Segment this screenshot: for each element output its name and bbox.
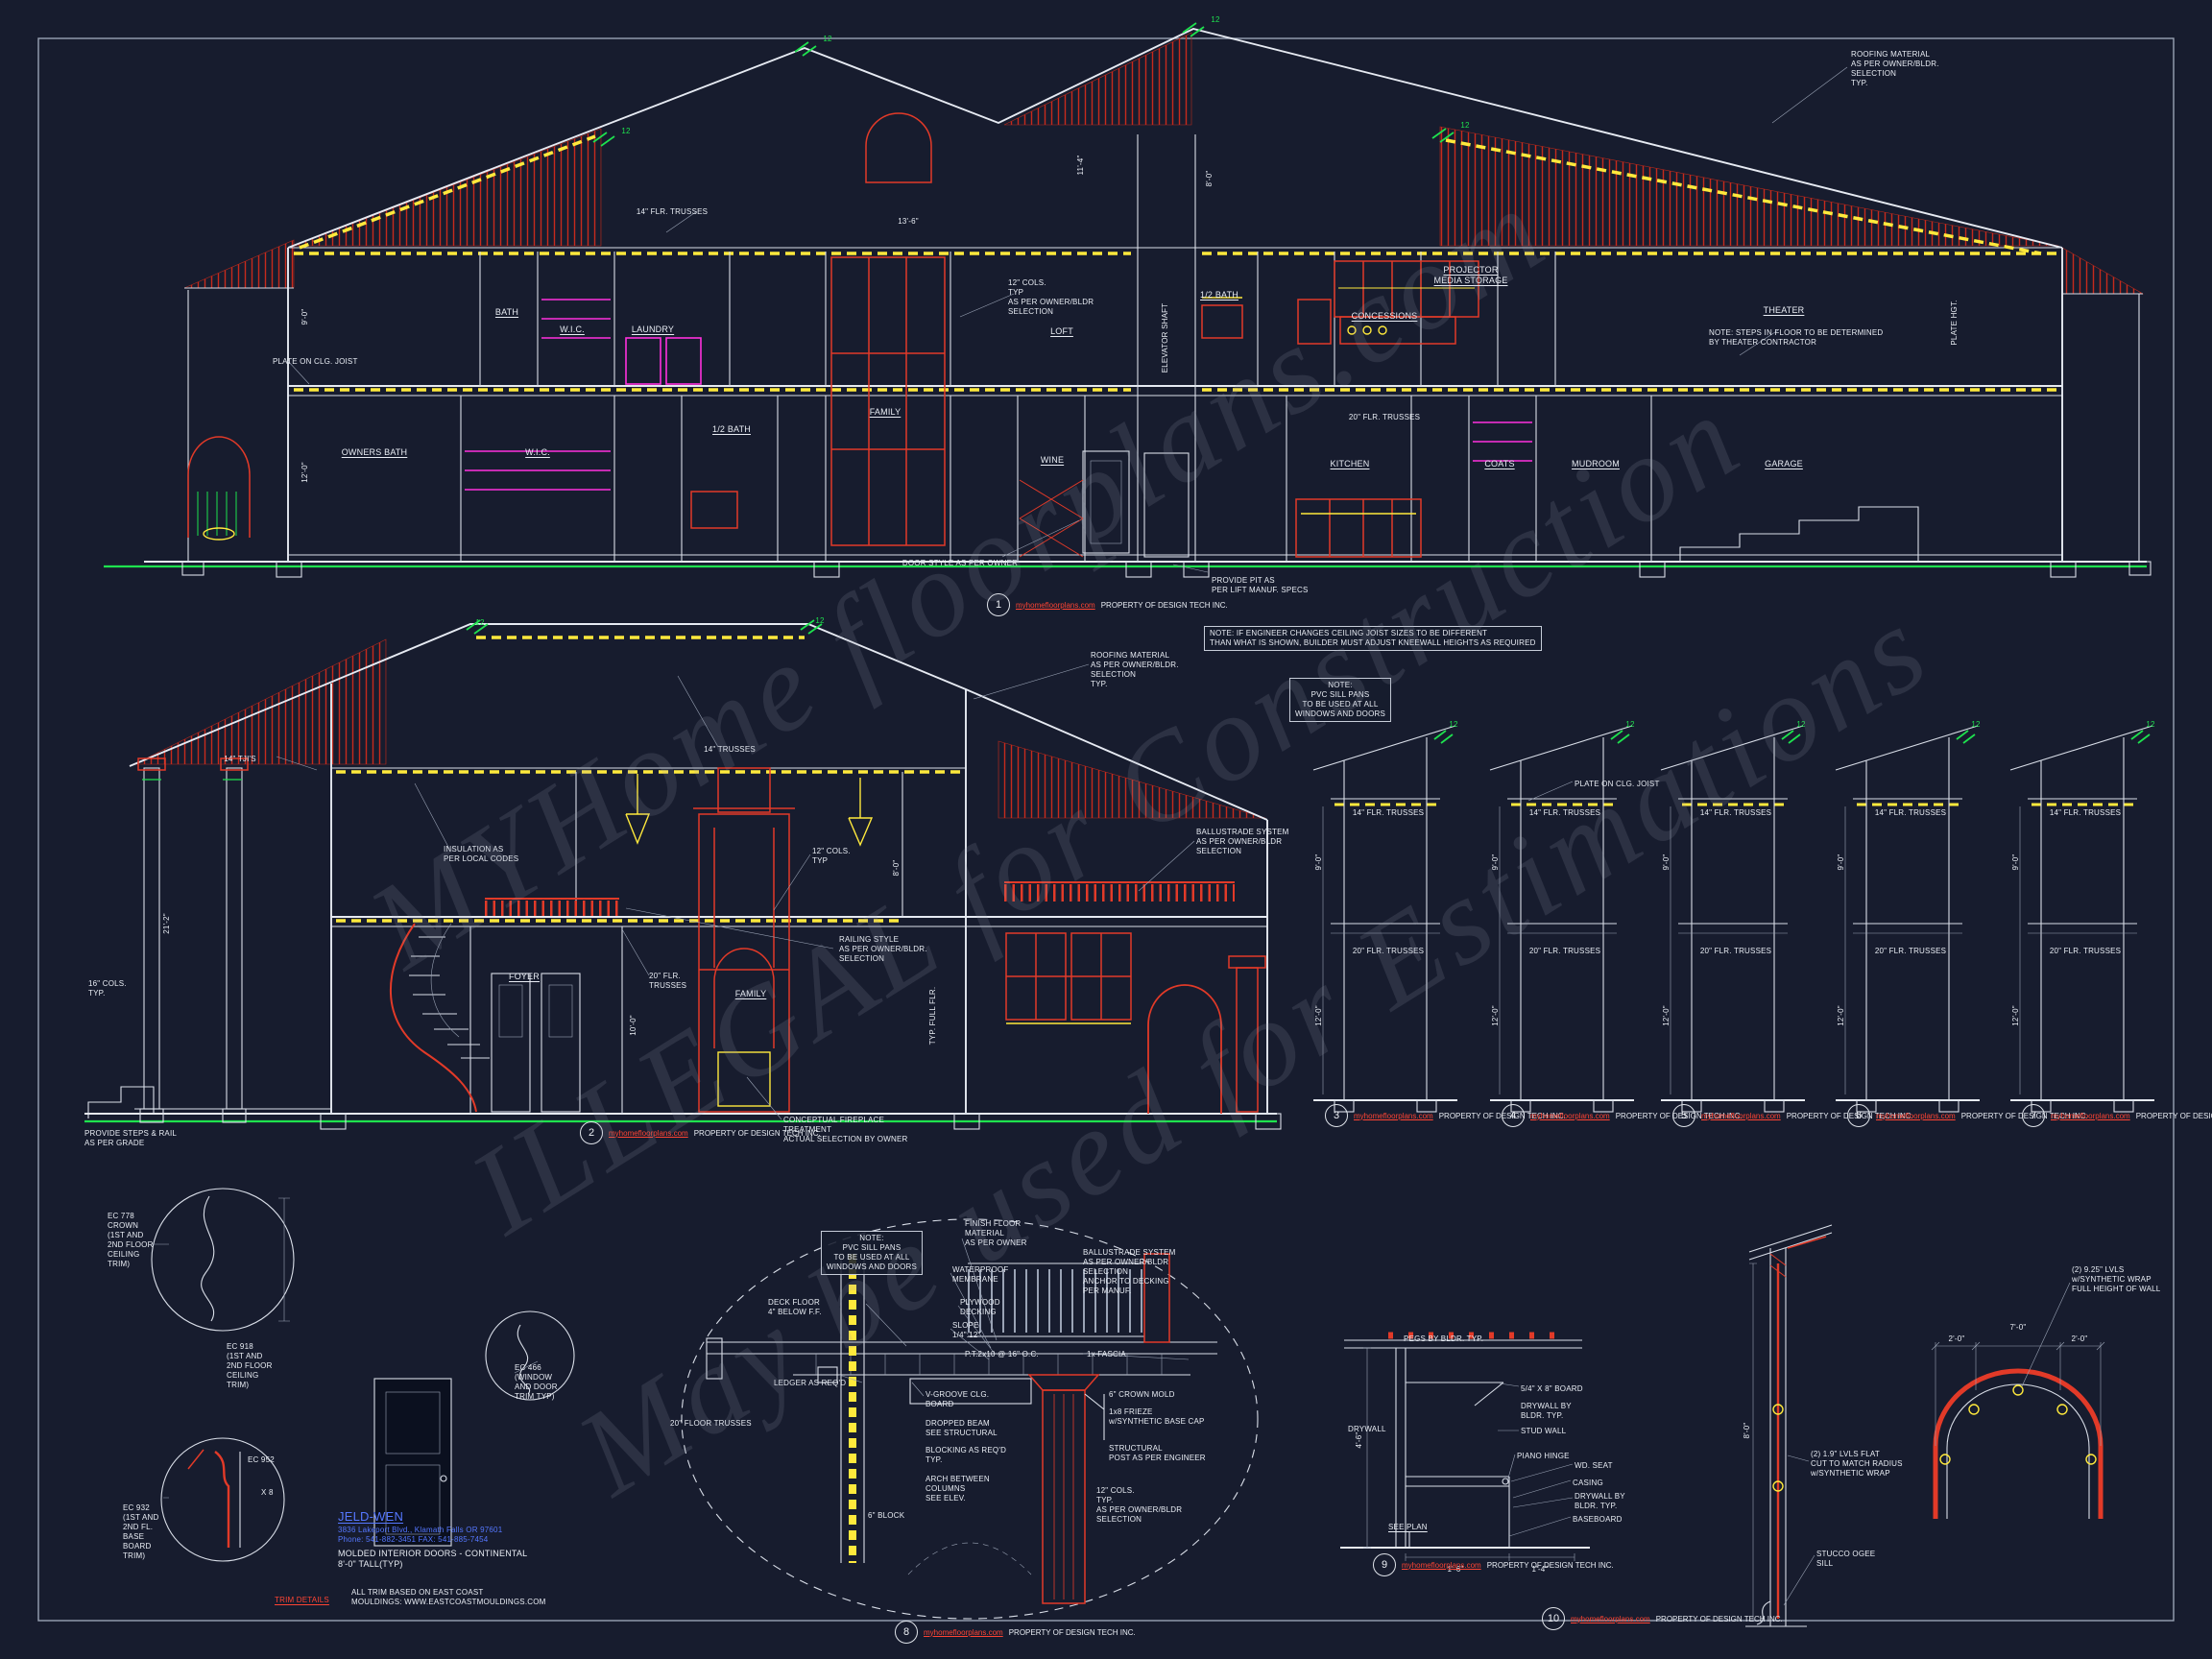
footings	[181, 561, 2152, 578]
detail8-deck-section	[681, 1218, 1259, 1620]
wall-section-panels	[1311, 724, 2156, 1114]
media-storage-cabinets	[1334, 260, 1479, 318]
pitch-marks	[592, 22, 1455, 147]
section1-cross-section	[104, 22, 2152, 578]
fireplace	[693, 767, 795, 1113]
section2-cross-section	[84, 619, 1282, 1130]
kitchen-cabinets	[1295, 498, 1422, 558]
wing-windows	[1005, 932, 1132, 1021]
detail10-wall-arch	[1745, 1224, 2105, 1627]
border-frame	[37, 37, 2175, 1622]
family-window-wall	[830, 256, 946, 546]
trim-details-linework	[151, 1188, 575, 1562]
detail9-bench-section	[1340, 1332, 1590, 1561]
